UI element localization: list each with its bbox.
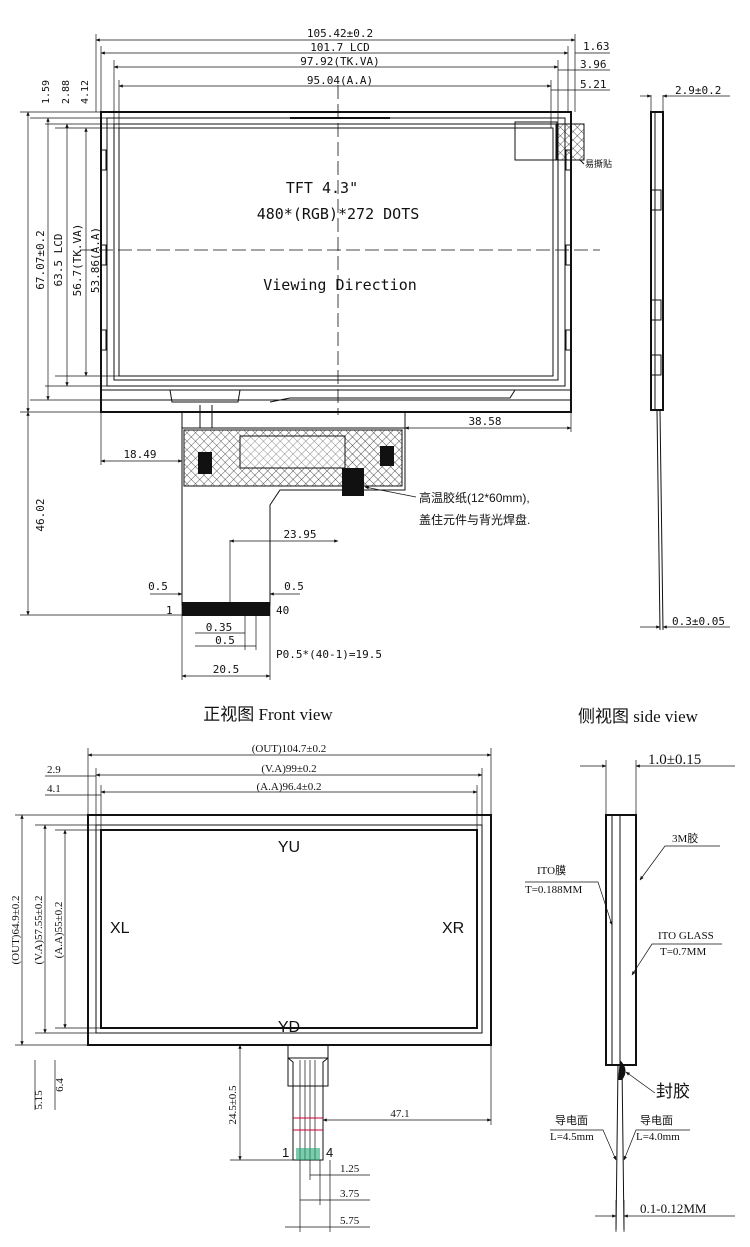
touch-active-area	[100, 829, 478, 1029]
label-yu: YU	[278, 839, 300, 856]
dim-right-1: 1.63	[583, 40, 610, 53]
dim-top-2: 101.7 LCD	[310, 41, 370, 54]
side-view-label: 侧视图 side view	[578, 707, 699, 726]
dim-right-3: 5.21	[580, 78, 607, 91]
dim-v-3: 56.7(TK.VA)	[71, 224, 84, 297]
lcd-active-area	[118, 127, 554, 377]
dim-4-1: 4.1	[47, 783, 61, 795]
dim-0-5-right: 0.5	[284, 580, 304, 593]
dim-aa-w: (A.A)96.4±0.2	[256, 781, 321, 793]
dim-right-2: 3.96	[580, 58, 607, 71]
ito-glass-t: T=0.7MM	[660, 946, 706, 958]
lcd-title-1: TFT 4.3"	[286, 179, 358, 197]
lcd-tk-va	[113, 123, 559, 381]
dim-va-h: (V.A)57.55±0.2	[33, 895, 45, 964]
touch-side-drawing: 1.0±0.15 3M胶 ITO膜 T=0.188MM ITO GLASS T=…	[525, 752, 735, 1232]
dim-3-75: 3.75	[340, 1188, 360, 1200]
dim-5-15: 5.15	[33, 1090, 45, 1110]
dim-out-w: (OUT)104.7±0.2	[252, 743, 326, 755]
dim-20-5: 20.5	[213, 663, 240, 676]
ito-film-t: T=0.188MM	[525, 884, 582, 896]
viewing-direction: Viewing Direction	[263, 276, 417, 294]
dim-v-1: 67.07±0.2	[34, 230, 47, 290]
dim-0-5-left: 0.5	[148, 580, 168, 593]
side-bottom: 0.3±0.05	[672, 615, 725, 628]
label-3m: 3M胶	[672, 831, 698, 845]
dim-38-58: 38.58	[468, 415, 501, 428]
tear-label: 易撕贴	[585, 158, 612, 169]
pitch-note: P0.5*(40-1)=19.5	[276, 648, 382, 661]
label-xr: XR	[442, 920, 464, 937]
dim-6-4: 6.4	[54, 1078, 66, 1092]
lcd-side-drawing: 2.9±0.2 0.3±0.05	[640, 84, 730, 631]
touch-front-drawing: YU YD XL XR (OUT)104.7±0.2 (V.A)99±0.2 (…	[10, 743, 492, 1232]
lcd-front-drawing: 易撕贴 TFT 4.3" 480*(RGB)*272 DOTS Viewing …	[20, 27, 612, 680]
dim-left-2: 2.88	[61, 80, 72, 104]
dim-46-02: 46.02	[34, 498, 47, 531]
dim-23-95: 23.95	[283, 528, 316, 541]
ito-glass: ITO GLASS	[658, 930, 714, 942]
dim-aa-h: (A.A)55±0.2	[53, 902, 65, 959]
dim-24-5: 24.5±0.5	[227, 1085, 239, 1125]
pin-first: 1	[166, 604, 173, 617]
tape-note-1: 高温胶纸(12*60mm),	[419, 490, 530, 505]
dim-v-2: 63.5 LCD	[52, 234, 65, 287]
seal-label: 封胶	[656, 1082, 690, 1101]
tail-pin-1: 1	[282, 1145, 289, 1160]
dim-top-4: 95.04(A.A)	[307, 74, 373, 87]
dim-va-w: (V.A)99±0.2	[261, 763, 316, 775]
dim-47-1: 47.1	[390, 1108, 409, 1120]
dim-5-75: 5.75	[340, 1215, 360, 1227]
dim-2-9: 2.9	[47, 764, 61, 776]
cond-left: 导电面	[555, 1114, 588, 1127]
ito-film: ITO膜	[537, 864, 566, 877]
cond-left-l: L=4.5mm	[550, 1131, 594, 1143]
touch-view-area	[95, 824, 483, 1034]
pin-last: 40	[276, 604, 289, 617]
dim-0-5-bottom: 0.5	[215, 634, 235, 647]
dim-0-35: 0.35	[206, 621, 233, 634]
front-view-label: 正视图 Front view	[203, 705, 333, 724]
dim-1-25: 1.25	[340, 1163, 360, 1175]
dim-left-3: 4.12	[80, 80, 91, 104]
dim-left-1: 1.59	[41, 80, 52, 104]
cond-right-l: L=4.0mm	[636, 1131, 680, 1143]
dim-18-49: 18.49	[123, 448, 156, 461]
lcd-glass	[106, 117, 566, 387]
cond-right: 导电面	[640, 1114, 673, 1127]
tail-pin-4: 4	[326, 1145, 333, 1160]
lcd-title-2: 480*(RGB)*272 DOTS	[257, 205, 420, 223]
side-total: 1.0±0.15	[648, 752, 701, 768]
dim-out-h: (OUT)64.9±0.2	[10, 896, 22, 965]
touch-tail	[287, 1044, 329, 1161]
dim-top-3: 97.92(TK.VA)	[300, 55, 379, 68]
tape-note-2: 盖住元件与背光焊盘.	[419, 512, 530, 527]
fpc-pads	[182, 602, 270, 616]
side-tail: 0.1-0.12MM	[640, 1201, 707, 1216]
label-xl: XL	[110, 920, 130, 937]
dim-v-4: 53.86(A.A)	[89, 227, 102, 293]
label-yd: YD	[278, 1019, 300, 1036]
side-thickness: 2.9±0.2	[675, 84, 721, 97]
touch-side-outline	[605, 814, 637, 1066]
dim-top-1: 105.42±0.2	[307, 27, 373, 40]
lcd-outline	[100, 111, 572, 413]
